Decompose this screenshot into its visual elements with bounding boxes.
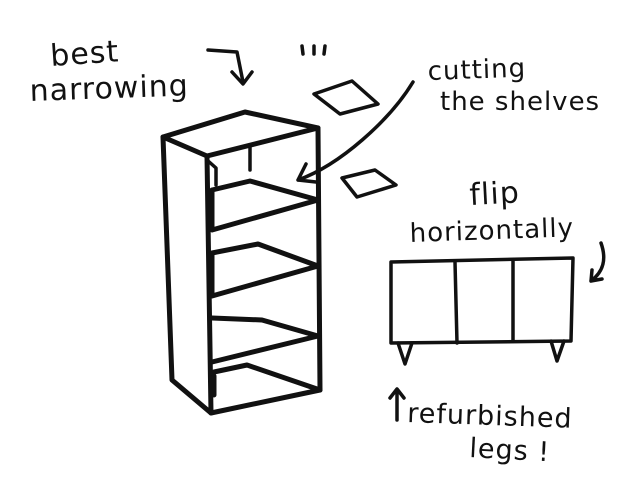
note-cutting-line2: the shelves bbox=[440, 87, 600, 117]
note-legs-line1: refurbished bbox=[407, 398, 573, 435]
sideboard-leg-left bbox=[398, 343, 412, 364]
tick-marks-icon bbox=[302, 46, 325, 54]
cut-shelf-piece-1 bbox=[314, 81, 378, 114]
sideboard bbox=[391, 258, 573, 364]
note-flip-line2: horizontally bbox=[409, 213, 574, 249]
up-arrow-icon bbox=[390, 389, 404, 420]
shelf-2 bbox=[212, 244, 318, 296]
sideboard-divider-1 bbox=[455, 262, 457, 343]
shelf-1 bbox=[212, 181, 318, 230]
bookshelf-top bbox=[163, 112, 318, 156]
note-best-line1: best bbox=[49, 34, 120, 74]
bookshelf-bottom-edge bbox=[211, 390, 320, 413]
note-flip-line1: flip bbox=[469, 175, 521, 213]
sideboard-body bbox=[391, 258, 573, 343]
cut-shelf-piece-2 bbox=[342, 170, 396, 197]
tall-bookshelf bbox=[163, 112, 320, 413]
shelf-3 bbox=[212, 318, 318, 362]
bookshelf-right-edge bbox=[318, 128, 320, 390]
note-best-line2: narrowing bbox=[29, 68, 189, 109]
bookshelf-side-panel bbox=[163, 137, 211, 413]
flip-arrow-icon bbox=[591, 243, 604, 281]
sideboard-leg-right bbox=[551, 341, 564, 361]
shelf-bottom bbox=[214, 365, 320, 395]
down-arrow-icon bbox=[208, 50, 252, 84]
note-legs-line2: legs ! bbox=[469, 433, 551, 468]
note-cutting-line1: cutting bbox=[427, 54, 526, 87]
